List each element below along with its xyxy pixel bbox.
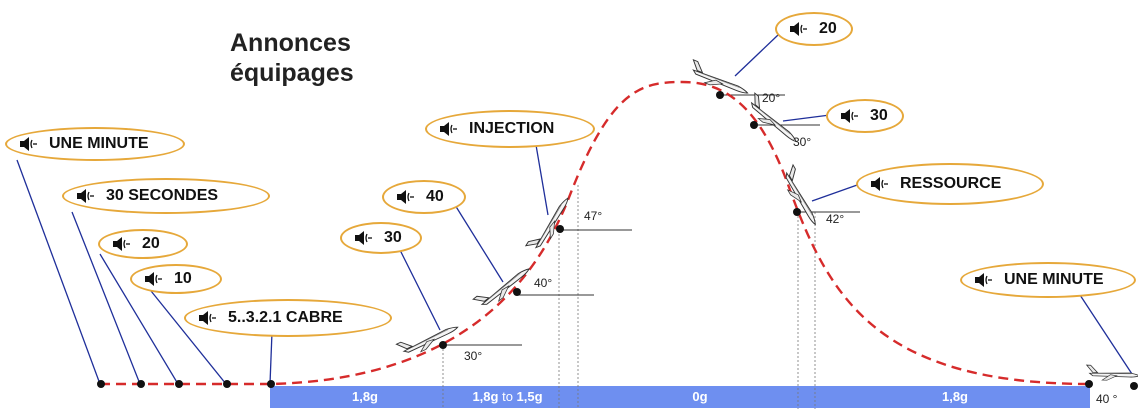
speaker-icon: [974, 272, 994, 288]
callout-20-left: 20: [98, 229, 188, 259]
speaker-icon: [840, 108, 860, 124]
aircraft-icon: [525, 192, 575, 256]
point-20: [175, 380, 183, 388]
point-10: [223, 380, 231, 388]
point-injection: [556, 225, 564, 233]
bar-label-4: 1,8g: [941, 389, 968, 404]
speaker-icon: [396, 189, 416, 205]
bar-label-2c: 1,5g: [516, 389, 543, 404]
trajectory-curve: [100, 80, 1091, 386]
speaker-icon: [870, 176, 890, 192]
callout-text: 20: [819, 20, 837, 37]
angle-20: 20°: [762, 91, 781, 105]
speaker-icon: [112, 236, 132, 252]
bar-label-2a: 1,8g: [472, 389, 499, 404]
callout-text: UNE MINUTE: [1004, 271, 1104, 288]
callout-text: 30 SECONDES: [106, 187, 219, 204]
trajectory-points: [97, 91, 1138, 390]
callout-text: 5..3.2.1 CABRE: [228, 309, 343, 326]
point-end: [1085, 380, 1093, 388]
leader-lines: [16, 34, 1133, 385]
speaker-icon: [19, 136, 39, 152]
callout-text: 10: [174, 270, 192, 287]
callout-ressource: RESSOURCE: [856, 163, 1044, 205]
callout-text: INJECTION: [469, 120, 555, 137]
callout-text: 40: [426, 188, 444, 205]
angle-40-end: 40 °: [1096, 392, 1118, 406]
bar-label-3: 0g: [692, 389, 708, 404]
reference-lines: [442, 185, 816, 409]
callout-text: 30: [870, 107, 888, 124]
speaker-icon: [76, 188, 96, 204]
diagram-title: Annonces équipages: [230, 28, 354, 88]
bar-label-1: 1,8g: [351, 389, 378, 404]
callout-30-climb: 30: [340, 222, 422, 254]
callout-cabre: 5..3.2.1 CABRE: [184, 299, 392, 337]
speaker-icon: [789, 21, 809, 37]
callout-30-secondes: 30 SECONDES: [62, 178, 270, 214]
callout-text: UNE MINUTE: [49, 135, 149, 152]
callout-20-top: 20: [775, 12, 853, 46]
title-line-1: Annonces: [230, 29, 351, 57]
point-40: [513, 288, 521, 296]
angle-47: 47°: [584, 209, 603, 223]
aircraft-icon: [1085, 364, 1138, 382]
point-30-secondes: [137, 380, 145, 388]
speaker-icon: [144, 271, 164, 287]
callout-une-minute-right: UNE MINUTE: [960, 262, 1136, 298]
point-cabre: [267, 380, 275, 388]
title-line-2: équipages: [230, 59, 354, 87]
angle-30-climb: 30°: [464, 349, 483, 363]
callout-une-minute-left: UNE MINUTE: [5, 127, 185, 161]
aircraft-icons: [395, 59, 1138, 382]
point-20-descent: [716, 91, 724, 99]
callout-30-descent: 30: [826, 99, 904, 133]
angle-42: 42°: [826, 212, 845, 226]
callout-text: RESSOURCE: [900, 175, 1002, 192]
callout-40: 40: [382, 180, 466, 214]
angle-40: 40°: [534, 276, 553, 290]
speaker-icon: [439, 121, 459, 137]
bar-label-2: 1,8g to 1,5g: [455, 386, 560, 408]
callout-text: 20: [142, 235, 160, 252]
speaker-icon: [198, 310, 218, 326]
point-ressource: [793, 208, 801, 216]
point-30-climb: [439, 341, 447, 349]
callout-text: 30: [384, 229, 402, 246]
g-load-bar: [270, 386, 1090, 408]
bar-label-2b: to: [502, 389, 513, 404]
point-une-minute: [97, 380, 105, 388]
callout-10: 10: [130, 264, 222, 294]
speaker-icon: [354, 230, 374, 246]
angle-30-descent: 30°: [793, 135, 812, 149]
point-30-descent: [750, 121, 758, 129]
aircraft-icon: [472, 260, 534, 314]
point-end-2: [1130, 382, 1138, 390]
callout-injection: INJECTION: [425, 110, 595, 148]
